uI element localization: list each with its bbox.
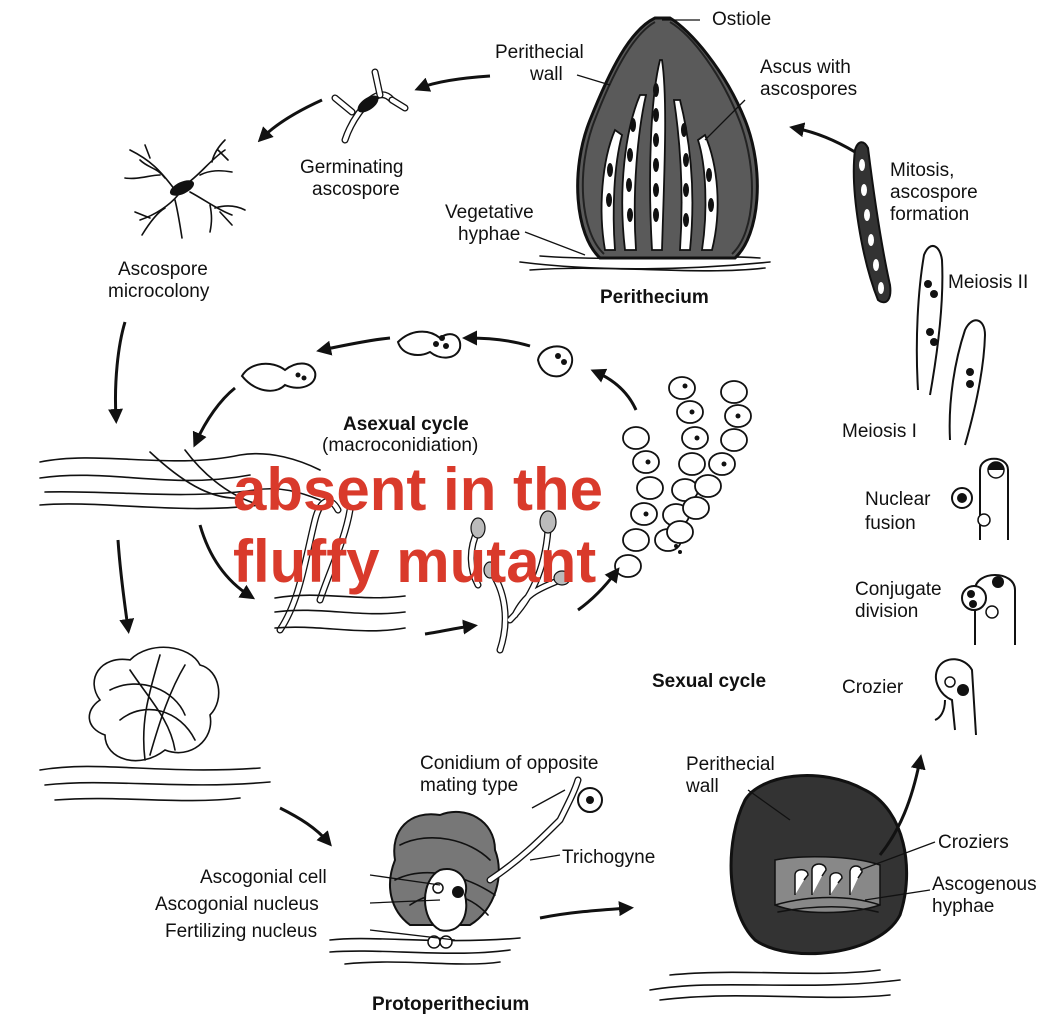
- label-conjugate-1: Conjugate: [855, 579, 942, 600]
- label-ascogonial-nucleus: Ascogonial nucleus: [155, 894, 319, 915]
- crozier-cell: [935, 659, 976, 735]
- label-germinating-2: ascospore: [312, 179, 400, 200]
- overlay-line-1: absent in the: [233, 456, 603, 523]
- label-conidium-2: mating type: [420, 775, 518, 796]
- label-perithecial-wall-bot-2: wall: [685, 776, 719, 797]
- label-mitosis-1: Mitosis,: [890, 160, 954, 181]
- conidia-illustration: [242, 332, 572, 391]
- label-ascus-with-1: Ascus with: [760, 57, 851, 78]
- label-vegetative-1: Vegetative: [445, 202, 534, 223]
- label-nuclear-1: Nuclear: [865, 489, 931, 510]
- label-protoperithecium: Protoperithecium: [372, 994, 529, 1015]
- label-crozier: Crozier: [842, 677, 904, 698]
- label-perithecial-wall-bot-1: Perithecial: [686, 754, 775, 775]
- label-germinating-1: Germinating: [300, 157, 404, 178]
- label-vegetative-2: hyphae: [458, 224, 520, 245]
- overlay-line-2: fluffy mutant: [233, 528, 596, 595]
- label-mitosis-2: ascospore: [890, 182, 978, 203]
- label-macroconidiation: (macroconidiation): [322, 435, 478, 456]
- label-trichogyne: Trichogyne: [562, 847, 655, 868]
- label-ascus-with-2: ascospores: [760, 79, 857, 100]
- label-microcolony-1: Ascospore: [118, 259, 208, 280]
- label-sexual-cycle: Sexual cycle: [652, 671, 766, 692]
- label-perithecium: Perithecium: [600, 287, 709, 308]
- label-croziers: Croziers: [938, 832, 1009, 853]
- label-ascogonial-cell: Ascogonial cell: [200, 867, 327, 888]
- label-fertilizing-nucleus: Fertilizing nucleus: [165, 921, 317, 942]
- conjugate-division-cell: [962, 575, 1015, 645]
- meiosis-ii-ascus: [917, 246, 943, 395]
- label-ostiole: Ostiole: [712, 9, 771, 30]
- meiosis-i-ascus: [950, 320, 985, 445]
- label-ascogenous-2: hyphae: [932, 896, 994, 917]
- hyphal-knot-illustration: [40, 647, 270, 800]
- developing-perithecium-illustration: [650, 776, 907, 1000]
- label-conjugate-2: division: [855, 601, 918, 622]
- label-mitosis-3: formation: [890, 204, 969, 225]
- label-perithecial-wall-top-1: Perithecial: [495, 42, 584, 63]
- label-asexual-cycle: Asexual cycle: [343, 414, 469, 435]
- mitosis-ascus: [854, 142, 891, 302]
- label-perithecial-wall-top-2: wall: [529, 64, 563, 85]
- protoperithecium-illustration: [330, 780, 602, 964]
- label-conidium-1: Conidium of opposite: [420, 753, 599, 774]
- label-nuclear-2: fusion: [865, 513, 916, 534]
- germinating-ascospore-illustration: [335, 72, 405, 140]
- label-meiosis-1: Meiosis I: [842, 421, 917, 442]
- label-ascogenous-1: Ascogenous: [932, 874, 1037, 895]
- nuclear-fusion-cell: [952, 459, 1008, 540]
- label-meiosis-2: Meiosis II: [948, 272, 1028, 293]
- label-microcolony-2: microcolony: [108, 281, 210, 302]
